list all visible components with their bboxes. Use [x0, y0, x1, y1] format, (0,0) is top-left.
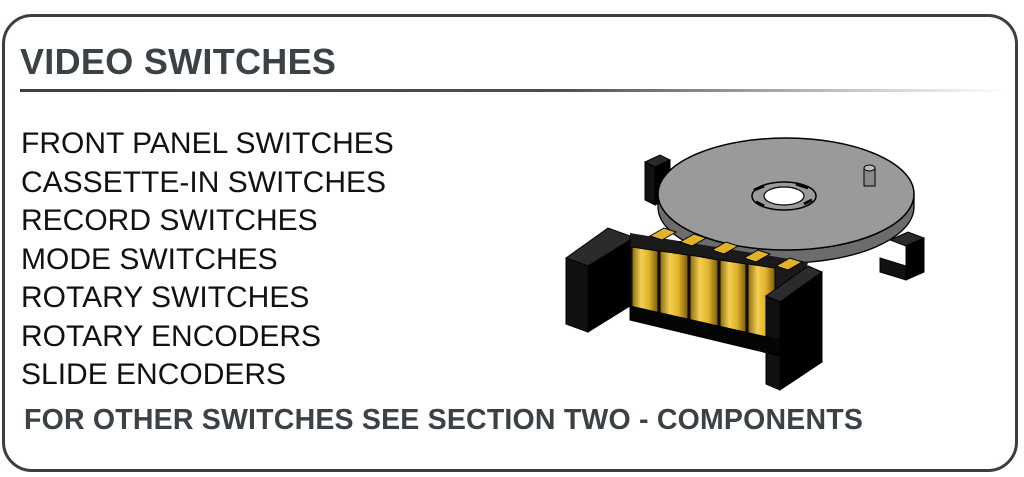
title-underline [20, 89, 1010, 92]
rotary-encoder-icon [565, 137, 926, 391]
switch-type-list: FRONT PANEL SWITCHES CASSETTE-IN SWITCHE… [21, 125, 394, 395]
list-item: SLIDE ENCODERS [21, 358, 287, 391]
list-item: MODE SWITCHES [21, 242, 278, 276]
footer-note: FOR OTHER SWITCHES SEE SECTION TWO - COM… [24, 404, 864, 436]
list-item: RECORD SWITCHES [21, 204, 318, 237]
section-title: VIDEO SWITCHES [20, 41, 337, 82]
list-item: CASSETTE-IN SWITCHES [21, 165, 387, 199]
list-item: ROTARY SWITCHES [21, 281, 310, 314]
list-item: ROTARY ENCODERS [21, 319, 322, 353]
list-item: FRONT PANEL SWITCHES [21, 127, 394, 160]
